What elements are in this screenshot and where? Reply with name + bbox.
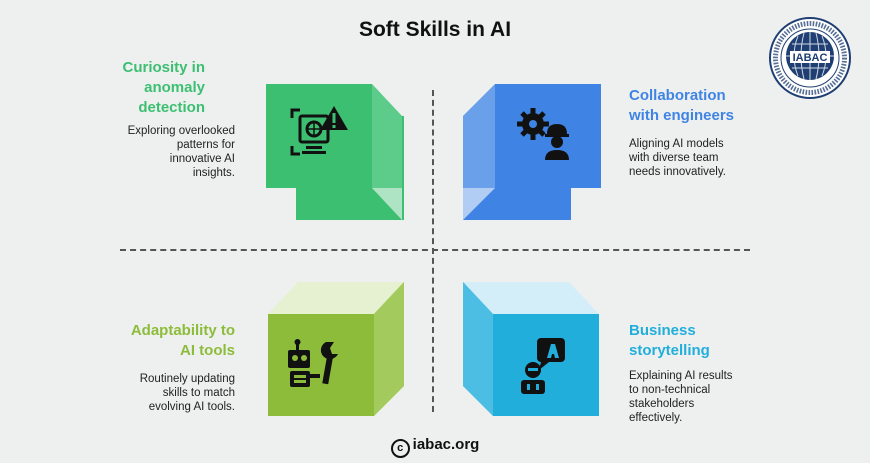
desc-storytelling: Explaining AI results to non-technical s… [629,370,733,424]
iabac-logo: IABAC [769,17,851,99]
cube-adaptability [268,282,404,416]
robot-wrench-icon [288,339,338,387]
cube-storytelling [463,282,599,416]
cube-collaboration [463,84,601,220]
desc-collaboration: Aligning AI models with diverse team nee… [629,138,726,178]
heading-collaboration: Collaboration with engineers [629,87,735,124]
footer-text: iabac.org [412,436,480,453]
desc-curiosity: Exploring overlooked patterns for innova… [127,125,235,179]
heading-adaptability: Adaptability to AI tools [130,322,235,359]
robot-speech-icon [521,338,565,394]
heading-storytelling: Business storytelling [629,322,710,359]
gear-engineer-icon [517,108,569,160]
logo-lettering: IABAC [793,52,828,64]
monitor-warning-icon [290,106,348,156]
copyright-icon: c [390,439,410,458]
heading-curiosity: Curiosity in anomaly detection [122,59,205,116]
page-title: Soft Skills in AI [358,18,512,41]
horizontal-divider [120,249,750,251]
desc-adaptability: Routinely updating skills to match evolv… [139,373,235,413]
vertical-divider [432,90,434,412]
cube-curiosity [266,84,404,220]
